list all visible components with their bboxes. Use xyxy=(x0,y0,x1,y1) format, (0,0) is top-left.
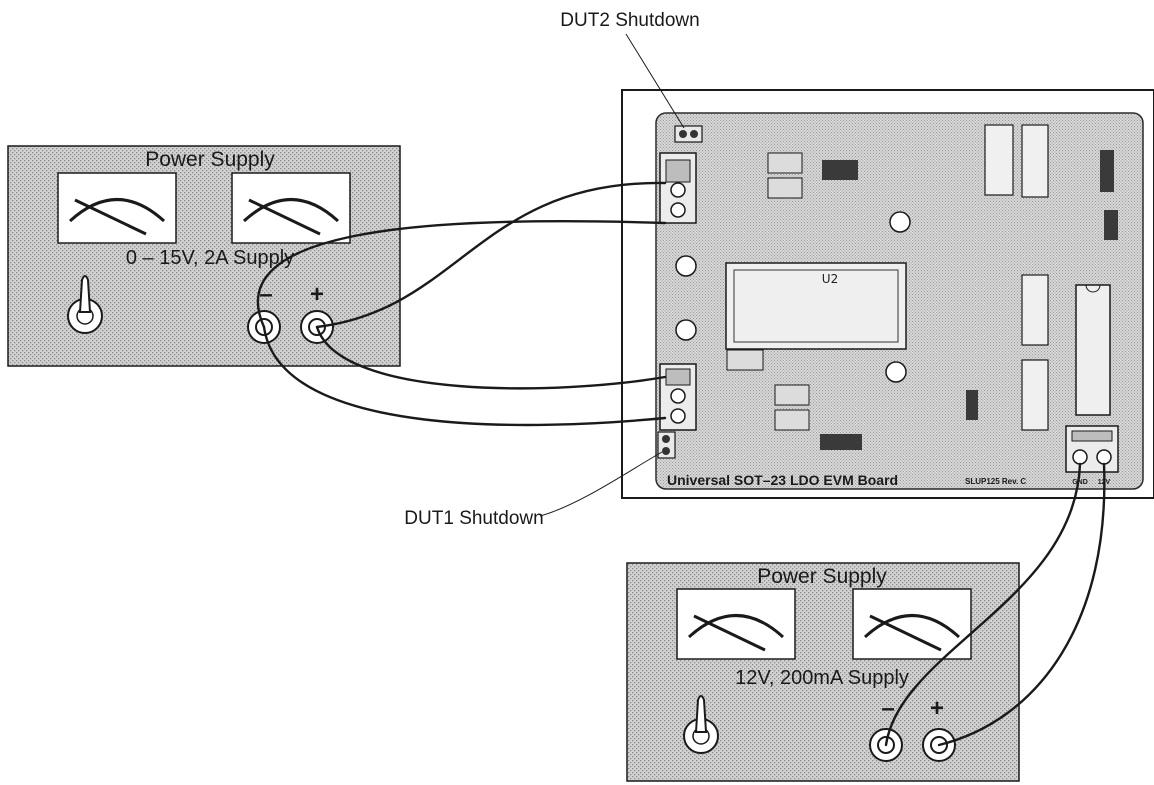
wire-psu-main-neg-to-dut2 xyxy=(256,219,667,329)
psu-aux-spec: 12V, 200mA Supply xyxy=(735,667,909,689)
power-supply-aux: Power Supply 12V, 200mA Supply – + xyxy=(626,562,1020,782)
psu-aux-meter-right xyxy=(852,588,972,660)
board-part-rev: SLUP125 Rev. C xyxy=(965,477,1026,486)
header-strip-4 xyxy=(1021,359,1049,431)
board-jumper-c xyxy=(726,349,764,371)
board-caption: Universal SOT–23 LDO EVM Board xyxy=(667,472,898,488)
test-points xyxy=(675,211,911,383)
psu-main-pos-sign: + xyxy=(310,281,324,308)
evm-board: U2 xyxy=(621,89,1154,499)
header-strip-3 xyxy=(1021,274,1049,346)
psu-main-meter-left xyxy=(57,172,177,244)
wires xyxy=(256,181,1106,747)
board-dark-parts xyxy=(820,150,1118,450)
psu-main-neg-sign: – xyxy=(259,281,272,308)
dut1-shutdown-callout: DUT1 Shutdown xyxy=(404,451,663,529)
dut1-shutdown-label: DUT1 Shutdown xyxy=(404,508,543,529)
header-strip-1 xyxy=(984,124,1014,196)
wire-psu-main-pos-to-dut2 xyxy=(315,181,667,329)
psu-main-title: Power Supply xyxy=(145,148,275,171)
board-jumper-a xyxy=(767,152,803,199)
board-jumper-b xyxy=(774,384,810,431)
psu-aux-power-switch[interactable] xyxy=(683,695,719,754)
psu-aux-meter-left xyxy=(676,588,796,660)
terminal-block-dut2[interactable] xyxy=(659,152,697,224)
header-strip-2 xyxy=(1021,124,1049,198)
wire-psu-main-pos-to-dut1 xyxy=(315,325,667,390)
dut-socket-module: U2 xyxy=(725,262,907,350)
psu-aux-neg-sign: – xyxy=(881,695,894,722)
tb-gnd-label: GND xyxy=(1072,479,1088,486)
psu-main-meter-right xyxy=(231,172,351,244)
u2-label: U2 xyxy=(822,272,838,286)
dut2-shutdown-label: DUT2 Shutdown xyxy=(560,10,699,31)
power-supply-main: Power Supply 0 – 15V, 2A Supply – + xyxy=(7,145,401,367)
psu-aux-title: Power Supply xyxy=(757,565,887,588)
psu-main-spec: 0 – 15V, 2A Supply xyxy=(126,247,294,269)
wire-aux-gnd-to-neg xyxy=(884,462,1082,747)
dut2-shutdown-jumper[interactable] xyxy=(674,125,703,143)
dut1-shutdown-jumper[interactable] xyxy=(657,431,676,459)
wire-psu-main-neg-to-dut1 xyxy=(262,325,667,427)
wire-aux-12v-to-pos xyxy=(937,462,1106,747)
psu-main-power-switch[interactable] xyxy=(67,275,103,334)
aux-terminal-block[interactable] xyxy=(1065,425,1119,473)
psu-aux-pos-sign: + xyxy=(930,695,944,722)
dut2-shutdown-callout: DUT2 Shutdown xyxy=(560,10,700,129)
terminal-block-dut1[interactable] xyxy=(659,363,697,431)
dip-ic xyxy=(1075,284,1111,416)
